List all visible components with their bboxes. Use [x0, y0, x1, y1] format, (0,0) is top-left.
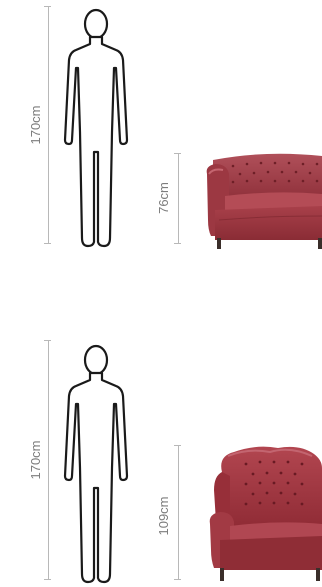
club-armchair-image: [205, 150, 322, 250]
guide-tick-top: [174, 445, 181, 446]
person-height-guide: [48, 340, 49, 580]
chair-height-label: 76cm: [156, 168, 172, 228]
guide-tick-top: [44, 340, 51, 341]
chair-height-label: 109cm: [156, 486, 172, 546]
person-silhouette-icon: [60, 6, 132, 248]
guide-tick-bottom: [44, 579, 51, 580]
guide-tick-bottom: [174, 579, 181, 580]
size-comparison-panel-1: 170cm 76cm: [0, 0, 322, 290]
guide-tick-top: [44, 6, 51, 7]
chair-height-guide: [178, 445, 179, 580]
person-silhouette-icon: [60, 342, 132, 584]
chair-height-guide: [178, 153, 179, 244]
size-comparison-panel-2: 170cm 109cm: [0, 290, 322, 587]
person-height-guide: [48, 6, 49, 244]
guide-tick-bottom: [174, 243, 181, 244]
wingback-armchair-image: [208, 442, 322, 582]
guide-tick-bottom: [44, 243, 51, 244]
guide-tick-top: [174, 153, 181, 154]
person-height-label: 170cm: [28, 430, 44, 490]
person-height-label: 170cm: [28, 95, 44, 155]
